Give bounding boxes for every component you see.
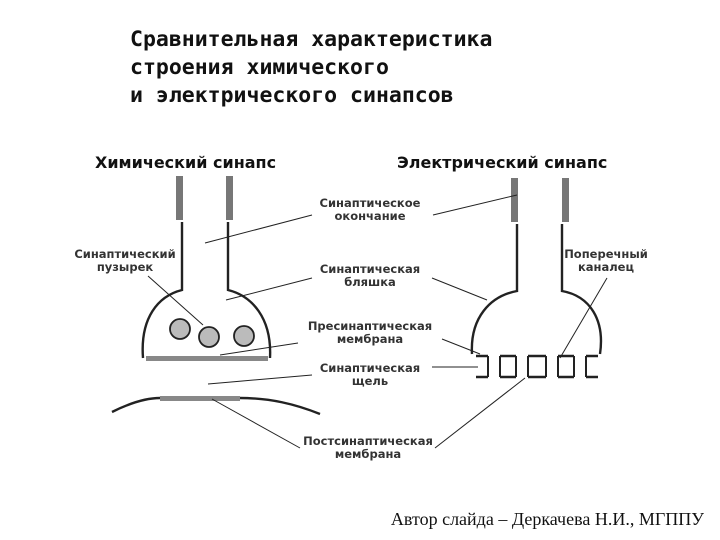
label-line: Пресинаптическая bbox=[308, 319, 432, 333]
electrical-myelin-right bbox=[562, 178, 569, 222]
leader-presynaptic-membrane bbox=[441, 338, 481, 355]
electrical-terminal-outline bbox=[470, 224, 603, 355]
label-postsynaptic-membrane: Постсинаптическая мембрана bbox=[303, 434, 433, 461]
electrical-synapse bbox=[470, 178, 603, 379]
chemical-myelin-right bbox=[226, 176, 233, 220]
label-synaptic-vesicle: Синаптический пузырек bbox=[74, 247, 175, 274]
label-line: бляшка bbox=[344, 275, 396, 289]
label-line: мембрана bbox=[335, 447, 401, 461]
label-presynaptic-membrane: Пресинаптическая мембрана bbox=[308, 319, 432, 346]
leader-synaptic-ending bbox=[432, 194, 518, 216]
label-synaptic-plaque: Синаптическая бляшка bbox=[320, 262, 420, 289]
synaptic-vesicle bbox=[198, 326, 220, 348]
leader-synaptic-ending bbox=[204, 214, 313, 244]
cross-channels bbox=[487, 356, 587, 377]
label-line: Синаптический bbox=[74, 247, 175, 261]
electrical-synapse-header: Электрический синапс bbox=[397, 153, 607, 172]
label-line: пузырек bbox=[97, 260, 154, 274]
label-line: Поперечный bbox=[564, 247, 648, 261]
chemical-presynaptic-membrane bbox=[146, 356, 268, 361]
label-line: Синаптическое bbox=[320, 196, 421, 210]
label-cross-channel: Поперечный каналец bbox=[564, 247, 648, 274]
label-line: Синаптическая bbox=[320, 262, 420, 276]
label-line: мембрана bbox=[337, 332, 403, 346]
label-synaptic-cleft: Синаптическая щель bbox=[320, 361, 420, 388]
electrical-myelin-left bbox=[511, 178, 518, 222]
chemical-terminal-outline bbox=[141, 222, 272, 359]
synaptic-vesicles bbox=[169, 318, 255, 348]
label-line: Постсинаптическая bbox=[303, 434, 433, 448]
chemical-synapse bbox=[111, 176, 321, 416]
synaptic-vesicle bbox=[169, 318, 191, 340]
leader-synaptic-vesicle bbox=[147, 275, 204, 326]
label-synaptic-ending: Синаптическое окончание bbox=[320, 196, 421, 223]
label-line: Синаптическая bbox=[320, 361, 420, 375]
leader-cross-channel bbox=[559, 277, 608, 359]
leader-presynaptic-membrane bbox=[219, 342, 299, 356]
leader-synaptic-cleft bbox=[207, 374, 313, 385]
chemical-postsynaptic-outline bbox=[111, 396, 321, 416]
slide-footer: Автор слайда – Деркачева Н.И., МГППУ bbox=[390, 509, 704, 529]
slide-title-line-3: и электрического синапсов bbox=[130, 83, 454, 108]
slide-title-line-1: Сравнительная характеристика bbox=[130, 27, 493, 52]
leader-postsynaptic-membrane bbox=[211, 398, 301, 449]
label-line: каналец bbox=[578, 260, 634, 274]
leader-synaptic-plaque bbox=[431, 277, 488, 301]
chemical-postsynaptic-membrane bbox=[160, 396, 240, 401]
leader-synaptic-plaque bbox=[225, 277, 313, 301]
chemical-myelin-left bbox=[176, 176, 183, 220]
leader-postsynaptic-membrane bbox=[434, 377, 526, 449]
synaptic-vesicle bbox=[233, 325, 255, 347]
slide-title: Сравнительная характеристика строения хи… bbox=[130, 26, 492, 110]
label-line: щель bbox=[352, 374, 388, 388]
chemical-synapse-header: Химический синапс bbox=[95, 153, 276, 172]
gap-junction bbox=[476, 354, 598, 379]
slide-title-line-2: строения химического bbox=[130, 55, 389, 80]
leader-lines bbox=[147, 194, 608, 449]
label-line: окончание bbox=[334, 209, 405, 223]
